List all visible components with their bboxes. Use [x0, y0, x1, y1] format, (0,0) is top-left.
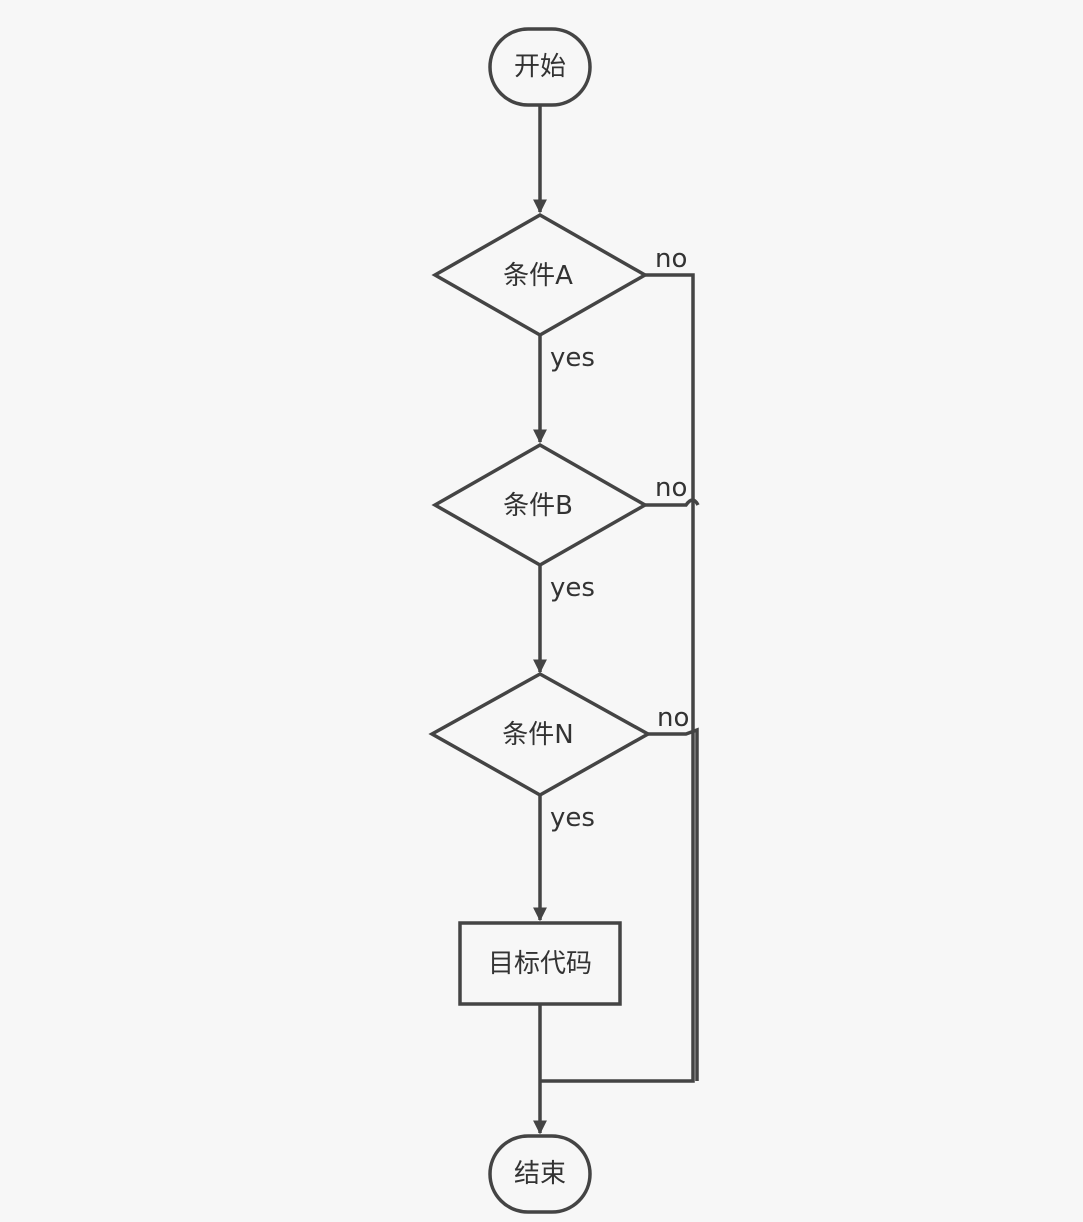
b-no-label: no [655, 473, 687, 503]
start-label: 开始 [514, 52, 566, 82]
b-yes-label: yes [550, 573, 595, 603]
edge-b-no [645, 498, 700, 507]
edge-n-no [648, 727, 699, 1081]
start-node [488, 27, 592, 107]
condition-a-node [431, 212, 649, 338]
edge-a-no [540, 273, 695, 1083]
condition-b-node [431, 442, 649, 568]
target-code-label: 目标代码 [488, 949, 592, 979]
end-label: 结束 [514, 1159, 566, 1189]
n-yes-label: yes [550, 803, 595, 833]
target-code-node [458, 921, 622, 1006]
a-yes-label: yes [550, 343, 595, 373]
condition-n-label: 条件N [502, 720, 573, 750]
condition-a-label: 条件A [503, 261, 573, 291]
n-no-label: no [657, 703, 689, 733]
end-node [488, 1134, 592, 1214]
a-no-label: no [655, 244, 687, 274]
condition-n-node [428, 671, 652, 798]
condition-b-label: 条件B [503, 491, 573, 521]
